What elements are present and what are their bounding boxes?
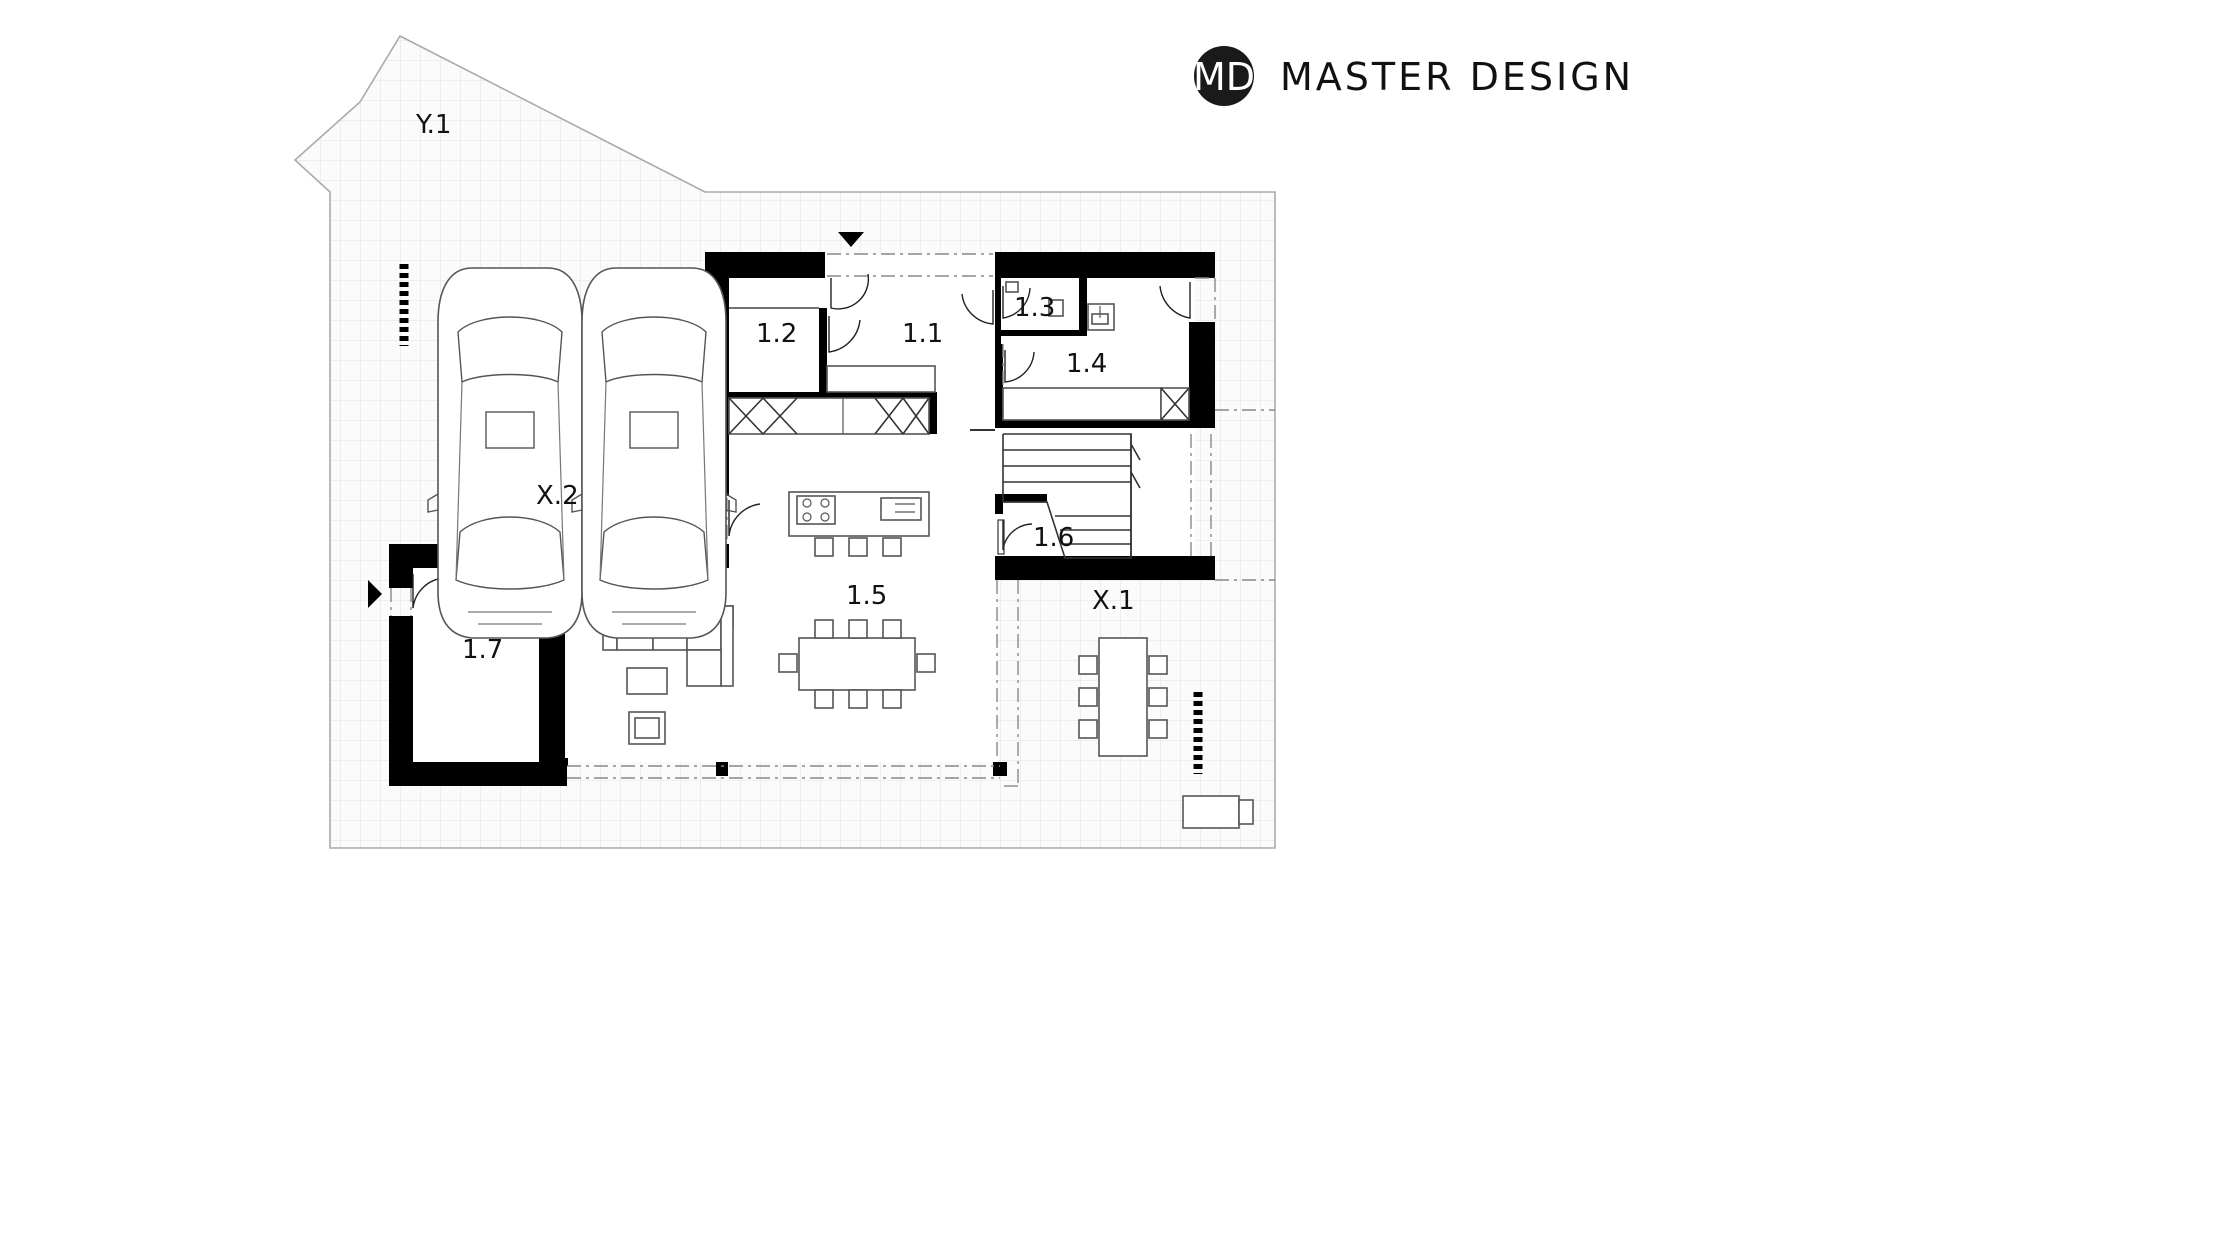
room-label-1-5: 1.5 [846,581,887,611]
grill [1182,795,1254,829]
room-label-x2: X.2 [536,481,579,511]
bathroom-fixtures [1005,281,1115,331]
utility-counter [1002,387,1190,421]
cooktop-icon [802,498,812,508]
room-label-1-2: 1.2 [756,319,797,349]
sink-icon [880,497,922,521]
window-lines [390,253,1275,787]
kitchen-island [788,491,930,557]
room-label-1-4: 1.4 [1066,349,1107,379]
terrace-table [1078,637,1168,757]
staircase [1002,433,1141,559]
car-icon [427,267,593,639]
entrance-arrow-icon [368,580,382,608]
room-label-1-1: 1.1 [902,319,943,349]
doors [412,273,1191,609]
car-icon [571,267,737,639]
room-label-x1: X.1 [1092,586,1135,616]
brand-monogram-circle [1194,46,1254,106]
brand-monogram: MD [1193,55,1255,99]
brand-logo: MD MASTER DESIGN [1193,46,1634,106]
entrance-arrow-icon [838,232,864,247]
room-label-y1: Y.1 [415,110,451,140]
brand-name: MASTER DESIGN [1280,55,1634,99]
room-label-1-7: 1.7 [462,635,503,665]
room-label-1-3: 1.3 [1014,293,1055,323]
dining-table [778,619,936,709]
room-label-1-6: 1.6 [1033,523,1074,553]
dashed-marker [399,264,1203,774]
kitchen-counter [728,365,936,435]
